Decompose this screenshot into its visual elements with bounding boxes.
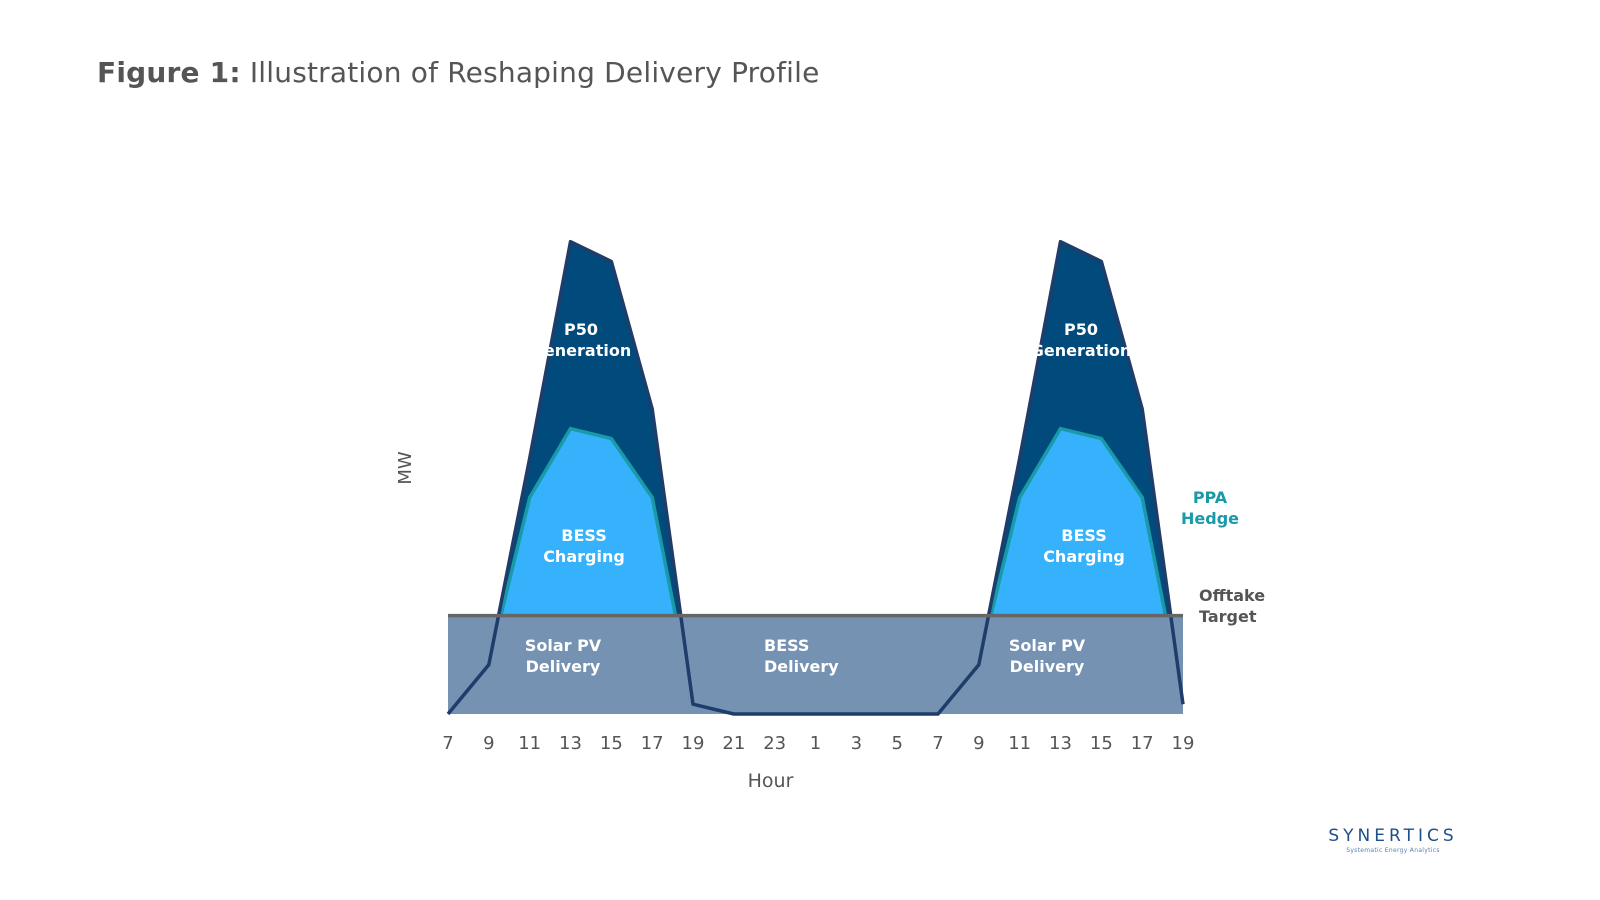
figure-title-text: Illustration of Reshaping Delivery Profi… <box>249 56 820 89</box>
figure-label: Figure 1: <box>97 56 241 89</box>
x-tick-label: 5 <box>891 733 902 754</box>
x-tick-label: 17 <box>641 733 664 754</box>
x-tick-label: 3 <box>851 733 862 754</box>
x-tick-label: 19 <box>1172 733 1195 754</box>
x-tick-label: 11 <box>518 733 541 754</box>
ppa-hedge-line-day2 <box>989 426 1168 616</box>
logo-tagline: Systematic Energy Analytics <box>1346 847 1440 854</box>
x-tick-label: 21 <box>722 733 745 754</box>
x-tick-label: 23 <box>763 733 786 754</box>
delivery-area <box>448 615 1183 714</box>
x-axis-label: Hour <box>748 770 794 792</box>
x-tick-label: 13 <box>1049 733 1072 754</box>
x-tick-label: 9 <box>483 733 494 754</box>
x-tick-label: 15 <box>600 733 623 754</box>
x-tick-label: 13 <box>559 733 582 754</box>
ppa-hedge-line-day1 <box>499 426 678 616</box>
generation-outline <box>446 239 1185 716</box>
x-tick-label: 17 <box>1131 733 1154 754</box>
logo-name: SYNERTICS <box>1328 826 1458 846</box>
x-tick-label: 7 <box>442 733 453 754</box>
x-tick-label: 1 <box>810 733 821 754</box>
bess-charging-area <box>500 428 1166 616</box>
figure-title: Figure 1: Illustration of Reshaping Deli… <box>97 56 820 89</box>
y-axis-label: MW <box>395 451 416 485</box>
x-tick-label: 15 <box>1090 733 1113 754</box>
x-tick-label: 11 <box>1008 733 1031 754</box>
x-tick-label: 19 <box>682 733 705 754</box>
x-tick-label: 7 <box>932 733 943 754</box>
synertics-logo: SYNERTICS Systematic Energy Analytics <box>1318 826 1468 854</box>
x-tick-label: 9 <box>973 733 984 754</box>
